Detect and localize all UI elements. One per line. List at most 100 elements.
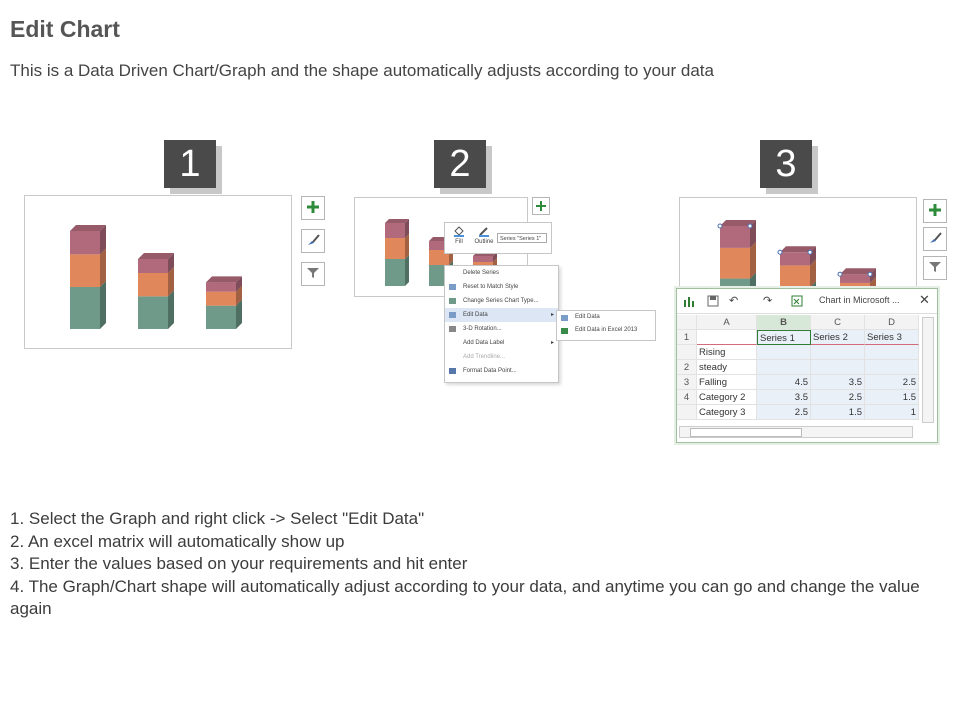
instruction-3: 3. Enter the values based on your requir… [10, 554, 468, 573]
context-menu-item[interactable]: Delete Series [445, 266, 558, 280]
save-icon[interactable] [707, 295, 719, 307]
data-cell[interactable]: Category 2 [697, 390, 757, 405]
outline-button[interactable]: Outline [473, 225, 495, 245]
column-header[interactable]: C [811, 315, 865, 330]
data-cell[interactable]: Falling [697, 375, 757, 390]
chart-elements-button-2[interactable] [532, 197, 550, 215]
series-select[interactable]: Series "Series 1" [497, 233, 547, 243]
data-cell[interactable] [757, 345, 811, 360]
bar-top-face [780, 246, 816, 253]
row-number[interactable]: 2 [677, 360, 697, 375]
row-number[interactable] [677, 345, 697, 360]
column-header[interactable]: D [865, 315, 919, 330]
chart-panel-1[interactable] [24, 195, 292, 349]
context-menu-item[interactable]: Reset to Match Style [445, 280, 558, 294]
submenu-edit-data[interactable]: Edit Data [557, 311, 655, 324]
context-menu-item[interactable]: Edit Data▸ [445, 308, 558, 322]
context-menu-label: Add Data Label [463, 340, 505, 346]
header-cell[interactable]: Series 1 [757, 330, 811, 345]
column-header[interactable]: B [757, 315, 811, 330]
row-col-corner[interactable] [677, 315, 697, 330]
data-cell[interactable]: 2.5 [757, 405, 811, 420]
bar-segment-side [810, 259, 816, 288]
data-cell[interactable]: Rising [697, 345, 757, 360]
data-cell[interactable]: 1.5 [865, 390, 919, 405]
bar-segment-side [236, 276, 242, 292]
row-number[interactable]: 3 [677, 375, 697, 390]
context-menu-label: Delete Series [463, 270, 500, 276]
data-cell[interactable]: 1 [865, 405, 919, 420]
context-menu-item[interactable]: 3-D Rotation... [445, 322, 558, 336]
chart-styles-button-3[interactable] [923, 227, 947, 251]
mini-format-toolbar: Fill Outline Series "Series 1" [444, 222, 552, 254]
bar-segment [138, 296, 168, 329]
redo-icon[interactable]: ↷ [763, 295, 773, 307]
header-cell[interactable]: Series 2 [811, 330, 865, 345]
chart-icon [684, 297, 694, 307]
data-cell[interactable] [865, 360, 919, 375]
scrollbar-thumb[interactable] [690, 428, 802, 437]
data-cell[interactable]: 4.5 [757, 375, 811, 390]
submenu-arrow-icon: ▸ [550, 312, 554, 318]
context-menu-item[interactable]: Add Data Label▸ [445, 336, 558, 350]
row-number[interactable]: 4 [677, 390, 697, 405]
bar-segment [138, 259, 168, 273]
data-cell[interactable]: Category 3 [697, 405, 757, 420]
fill-button[interactable]: Fill [451, 225, 467, 245]
context-menu-item[interactable]: Change Series Chart Type... [445, 294, 558, 308]
data-cell[interactable]: steady [697, 360, 757, 375]
data-cell[interactable]: 3.5 [811, 375, 865, 390]
instruction-2: 2. An excel matrix will automatically sh… [10, 531, 345, 551]
submenu-edit-data-excel[interactable]: Edit Data in Excel 2013 [557, 324, 655, 337]
horizontal-scrollbar[interactable] [679, 426, 913, 438]
page-subtitle: This is a Data Driven Chart/Graph and th… [10, 61, 714, 80]
chart-elements-button[interactable] [301, 196, 325, 220]
column-header[interactable]: A [697, 315, 757, 330]
instruction-1: 1. Select the Graph and right click -> S… [10, 509, 425, 528]
chart-styles-button[interactable] [301, 229, 325, 253]
instruction-4: 4. The Graph/Chart shape will automatica… [10, 576, 920, 619]
bar-segment-side [493, 252, 497, 262]
bar-top-face [720, 220, 756, 226]
close-icon[interactable]: ✕ [919, 292, 930, 307]
bar-segment-side [168, 267, 174, 297]
row-number[interactable] [677, 405, 697, 420]
chart-filters-button-3[interactable] [923, 256, 947, 280]
header-cell[interactable]: Series 3 [865, 330, 919, 345]
context-menu-item[interactable]: Format Data Point... [445, 364, 558, 378]
stacked-bar-chart-3[interactable] [680, 198, 916, 318]
data-cell[interactable] [811, 360, 865, 375]
selection-marker [777, 249, 783, 255]
data-cell[interactable] [811, 345, 865, 360]
row-number[interactable]: 1 [677, 330, 697, 345]
data-cell[interactable] [757, 360, 811, 375]
chart-filters-button[interactable] [301, 262, 325, 286]
bar-segment [206, 291, 236, 306]
bar-segment [840, 274, 870, 283]
plus-icon [307, 201, 319, 213]
step-badge-2: 2 [434, 140, 486, 188]
bar-segment-side [750, 241, 756, 279]
bar-segment [70, 287, 100, 329]
chart-elements-button-3[interactable] [923, 199, 947, 223]
data-cell[interactable] [865, 345, 919, 360]
bar-top-face [70, 225, 106, 231]
bar-segment-side [168, 253, 174, 273]
data-cell[interactable]: 1.5 [811, 405, 865, 420]
step-badge-3: 3 [760, 140, 812, 188]
data-cell[interactable]: 3.5 [757, 390, 811, 405]
stacked-bar-chart-1[interactable] [25, 196, 291, 348]
bar-segment [720, 247, 750, 279]
filter-icon [307, 268, 319, 278]
paint-bucket-icon [454, 226, 464, 237]
context-menu-label: Change Series Chart Type... [463, 298, 539, 304]
chart-panel-3[interactable] [679, 197, 917, 318]
undo-icon[interactable]: ↶ [729, 295, 739, 307]
edit-in-excel-icon[interactable] [791, 295, 803, 307]
header-cell[interactable] [697, 330, 757, 345]
vertical-scrollbar[interactable] [922, 317, 934, 423]
data-cell[interactable]: 2.5 [865, 375, 919, 390]
context-menu-label: Format Data Point... [463, 368, 517, 374]
data-cell[interactable]: 2.5 [811, 390, 865, 405]
bar-segment [70, 254, 100, 287]
